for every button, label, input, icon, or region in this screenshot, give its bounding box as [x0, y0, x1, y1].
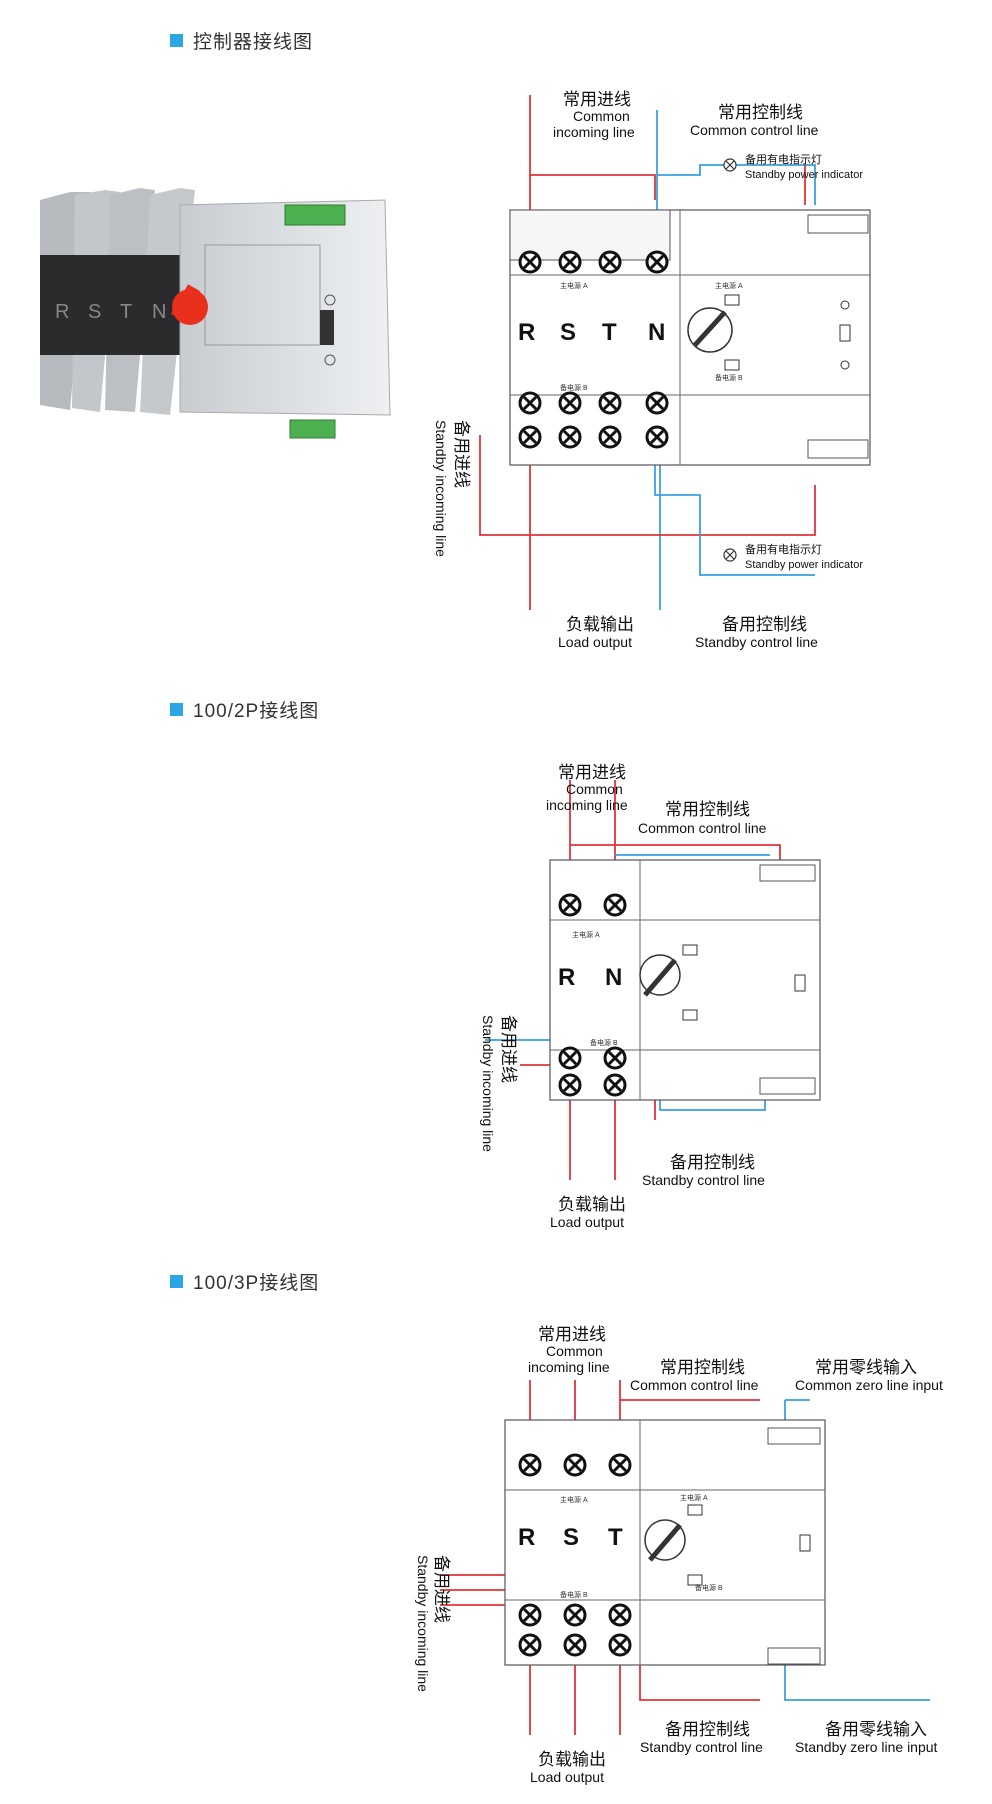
- load-output-cn: 负载输出: [558, 1195, 626, 1214]
- photo-letter-r: R: [55, 301, 69, 323]
- phase-label-t: T: [608, 1524, 623, 1551]
- green-terminal-bottom: [289, 419, 336, 439]
- bullet-square-icon: [170, 34, 183, 47]
- phase-label-n: N: [605, 964, 622, 991]
- common-incoming-en-1: Common: [566, 781, 623, 797]
- common-control-cn: 常用控制线: [665, 800, 750, 819]
- standby-control-cn: 备用控制线: [670, 1153, 755, 1172]
- phase-label-n: N: [648, 319, 665, 346]
- selector-switch: [320, 310, 334, 345]
- common-incoming-cn: 常用进线: [538, 1325, 606, 1344]
- load-output-cn: 负载输出: [538, 1750, 606, 1769]
- common-zero-cn: 常用零线输入: [815, 1358, 917, 1377]
- photo-letter-n: N: [152, 301, 166, 323]
- green-terminal-top: [284, 204, 346, 226]
- phase-label-s: S: [560, 319, 576, 346]
- load-output-en: Load output: [558, 634, 632, 650]
- standby-control-en: Standby control line: [695, 634, 818, 650]
- common-incoming-cn: 常用进线: [563, 90, 631, 109]
- standby-control-cn: 备用控制线: [665, 1720, 750, 1739]
- section-title: 100/3P接线图: [193, 1273, 320, 1294]
- section-heading-controller: 控制器接线图: [170, 27, 313, 54]
- load-output-en: Load output: [550, 1214, 624, 1230]
- section-title: 控制器接线图: [193, 32, 314, 53]
- black-cover: [40, 255, 180, 355]
- bullet-square-icon: [170, 1275, 183, 1288]
- common-zero-en: Common zero line input: [795, 1377, 943, 1393]
- section-heading-3p: 100/3P接线图: [170, 1268, 319, 1295]
- standby-incoming-en: Standby incoming line: [415, 1555, 431, 1692]
- load-output-en: Load output: [530, 1769, 604, 1785]
- common-incoming-en-2: incoming line: [553, 124, 635, 140]
- indicator-lamp-icon: [723, 158, 737, 172]
- standby-power-b-label: 备电源 B: [560, 383, 588, 392]
- standby-zero-en: Standby zero line input: [795, 1739, 938, 1755]
- standby-indicator-cn-2: 备用有电指示灯: [745, 542, 822, 556]
- photo-letter-s: S: [88, 301, 101, 323]
- phase-label-r: R: [558, 964, 575, 991]
- section-title: 100/2P接线图: [193, 701, 320, 722]
- diagram-controller: R S T N 主电源 A 备电源 B 主电源 A 备电源 B 常用进线 Com…: [433, 90, 871, 650]
- standby-control-en: Standby control line: [642, 1172, 765, 1188]
- standby-incoming-cn: 备用进线: [499, 1015, 518, 1083]
- phase-label-t: T: [602, 319, 617, 346]
- standby-power-b-label-right: 备电源 B: [715, 373, 743, 382]
- common-control-en: Common control line: [630, 1377, 759, 1393]
- common-incoming-en-2: incoming line: [528, 1359, 610, 1375]
- phase-label-s: S: [563, 1524, 579, 1551]
- phase-label-r: R: [518, 1524, 535, 1551]
- standby-incoming-cn: 备用进线: [432, 1555, 451, 1623]
- standby-incoming-cn: 备用进线: [452, 420, 471, 488]
- standby-indicator-cn: 备用有电指示灯: [745, 152, 822, 166]
- standby-incoming-en: Standby incoming line: [480, 1015, 496, 1152]
- main-power-a-label: 主电源 A: [560, 1495, 588, 1504]
- common-control-en: Common control line: [638, 820, 767, 836]
- standby-indicator-en: Standby power indicator: [745, 169, 863, 181]
- load-output-cn: 负载输出: [566, 615, 634, 634]
- section-heading-2p: 100/2P接线图: [170, 696, 319, 723]
- common-control-en: Common control line: [690, 122, 819, 138]
- standby-control-en: Standby control line: [640, 1739, 763, 1755]
- common-incoming-en-2: incoming line: [546, 797, 628, 813]
- diagram-2p: R N 主电源 A 备电源 B 常用进线 Common incoming lin…: [480, 763, 821, 1230]
- common-incoming-en-1: Common: [546, 1343, 603, 1359]
- standby-indicator-en-2: Standby power indicator: [745, 559, 863, 571]
- phase-label-r: R: [518, 319, 535, 346]
- standby-power-b-label-right: 备电源 B: [695, 1583, 723, 1592]
- standby-power-b-label: 备电源 B: [560, 1590, 588, 1599]
- common-control-cn: 常用控制线: [718, 103, 803, 122]
- photo-letter-t: T: [120, 301, 132, 323]
- product-photo: R S T N: [40, 188, 391, 439]
- main-power-a-label-right: 主电源 A: [680, 1493, 708, 1502]
- diagram-3p: R S T 主电源 A 备电源 B 主电源 A 备电源 B 常用进线 Commo…: [415, 1325, 943, 1785]
- main-power-a-label: 主电源 A: [560, 281, 588, 290]
- common-incoming-en-1: Common: [573, 108, 630, 124]
- main-power-a-label: 主电源 A: [572, 930, 600, 939]
- indicator-lamp-icon: [723, 548, 737, 562]
- common-control-cn: 常用控制线: [660, 1358, 745, 1377]
- standby-control-cn: 备用控制线: [722, 615, 807, 634]
- standby-incoming-en: Standby incoming line: [433, 420, 449, 557]
- bullet-square-icon: [170, 703, 183, 716]
- terminal-row-top: [509, 209, 671, 274]
- common-incoming-cn: 常用进线: [558, 763, 626, 782]
- standby-power-b-label: 备电源 B: [590, 1038, 618, 1047]
- main-power-a-label-right: 主电源 A: [715, 281, 743, 290]
- standby-zero-cn: 备用零线输入: [825, 1720, 927, 1739]
